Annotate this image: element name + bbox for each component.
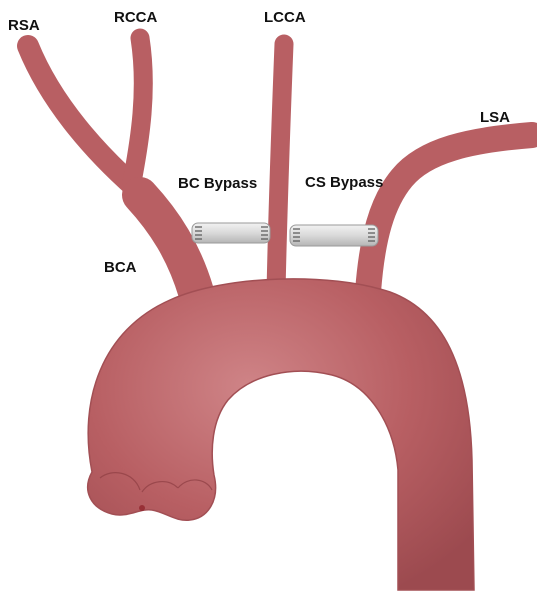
- label-bca: BCA: [104, 259, 137, 276]
- label-rsa: RSA: [8, 17, 40, 34]
- label-lcca: LCCA: [264, 9, 306, 26]
- bca-vessel: [140, 195, 196, 292]
- branch-vessels: [28, 38, 532, 292]
- label-bc-bypass: BC Bypass: [178, 175, 257, 192]
- label-lsa: LSA: [480, 109, 510, 126]
- label-rcca: RCCA: [114, 9, 157, 26]
- bc-bypass-graft: [192, 223, 270, 243]
- lsa-vessel: [368, 135, 532, 292]
- lcca-vessel: [276, 44, 284, 292]
- cs-bypass-graft: [290, 225, 378, 246]
- rcca-vessel: [132, 38, 143, 182]
- label-cs-bypass: CS Bypass: [305, 174, 383, 191]
- aortic-arch: [88, 279, 474, 590]
